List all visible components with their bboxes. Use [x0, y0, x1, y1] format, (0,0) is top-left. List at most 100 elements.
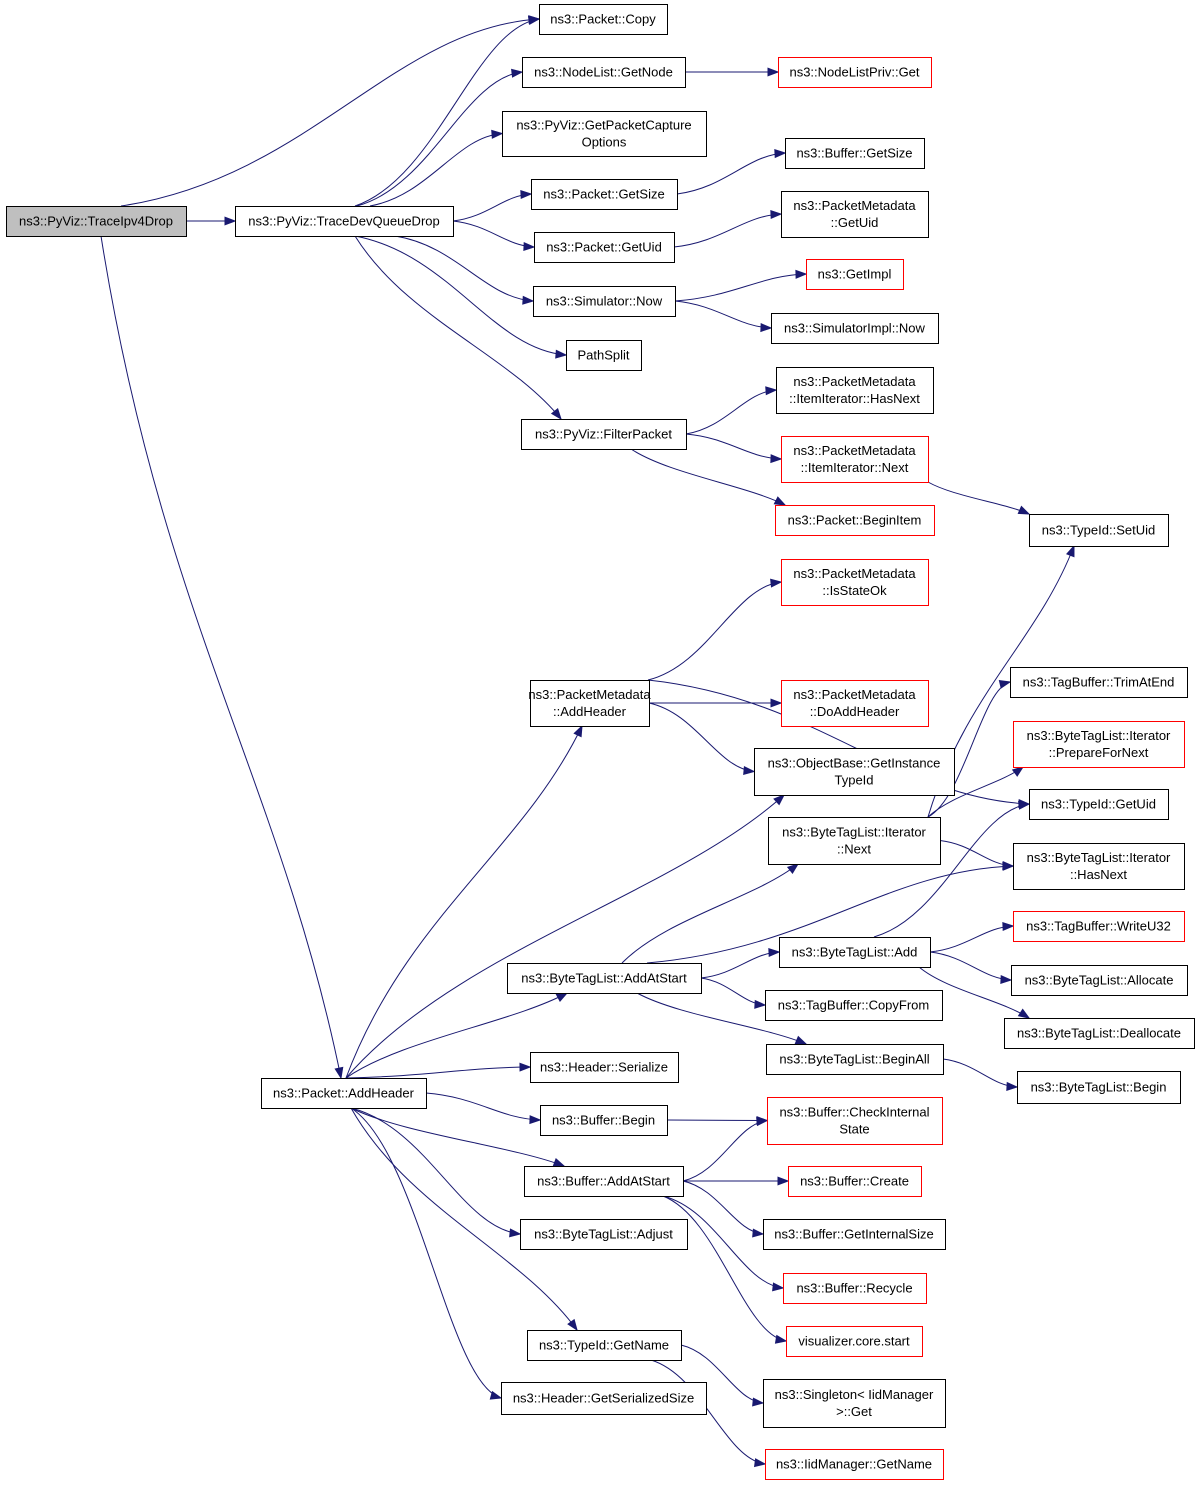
node-buffer-begin[interactable]: ns3::Buffer::Begin — [540, 1105, 668, 1136]
edge-packet-addheader-to-objectbase-getinstancetypeid — [345, 794, 786, 1079]
node-packetmetadata-getuid[interactable]: ns3::PacketMetadata::GetUid — [781, 191, 929, 238]
node-simulator-now[interactable]: ns3::Simulator::Now — [533, 286, 676, 317]
node-label: ns3::ByteTagList::Add — [792, 945, 918, 960]
node-label: ns3::ByteTagList::Deallocate — [1017, 1026, 1181, 1041]
node-label: ns3::GetImpl — [818, 267, 892, 282]
node-packet-getuid[interactable]: ns3::Packet::GetUid — [534, 232, 675, 263]
edge-filterpacket-to-packet-beginitem — [630, 448, 787, 506]
node-bytetaglist-iterator-hasnext[interactable]: ns3::ByteTagList::Iterator::HasNext — [1013, 843, 1185, 890]
node-packetmetadata-isstateok[interactable]: ns3::PacketMetadata::IsStateOk — [781, 559, 929, 606]
node-label: ns3::TagBuffer::CopyFrom — [778, 998, 930, 1013]
node-label: ns3::Packet::AddHeader — [273, 1086, 415, 1101]
node-itemiterator-next[interactable]: ns3::PacketMetadata::ItemIterator::Next — [781, 436, 929, 483]
node-buffer-create[interactable]: ns3::Buffer::Create — [788, 1166, 922, 1197]
edge-buffer-addatstart-to-visualizer-core-start — [662, 1195, 788, 1344]
node-nodelist-getnode[interactable]: ns3::NodeList::GetNode — [522, 57, 686, 88]
node-singleton-iidmanager-get[interactable]: ns3::Singleton< IidManager>::Get — [763, 1379, 946, 1428]
node-label: ns3::TypeId::SetUid — [1042, 523, 1155, 538]
node-buffer-addatstart[interactable]: ns3::Buffer::AddAtStart — [524, 1166, 684, 1197]
node-typeid-getname[interactable]: ns3::TypeId::GetName — [527, 1330, 682, 1361]
node-bytetaglist-add[interactable]: ns3::ByteTagList::Add — [779, 937, 931, 968]
edge-traceipv4drop-to-tracedevqueuedrop — [186, 216, 237, 226]
node-label: ns3::PacketMetadata — [793, 443, 916, 458]
edge-bytetaglist-add-to-bytetaglist-allocate — [929, 951, 1013, 985]
node-bytetaglist-iterator-next[interactable]: ns3::ByteTagList::Iterator::Next — [768, 817, 941, 865]
node-label: ns3::ByteTagList::Iterator — [1027, 850, 1171, 865]
edge-bytetaglist-add-to-tagbuffer-writeu32 — [929, 921, 1015, 953]
edge-packetmetadata-addheader-to-packetmetadata-isstateok — [647, 578, 783, 681]
node-bytetaglist-adjust[interactable]: ns3::ByteTagList::Adjust — [520, 1219, 688, 1250]
edge-traceipv4drop-to-packet-copy — [120, 15, 541, 207]
node-packet-addheader[interactable]: ns3::Packet::AddHeader — [261, 1078, 427, 1109]
node-traceipv4drop[interactable]: ns3::PyViz::TraceIpv4Drop — [6, 206, 187, 237]
node-label: ns3::TypeId::GetUid — [1041, 797, 1156, 812]
node-label: ns3::ByteTagList::Iterator — [1027, 728, 1171, 743]
node-bytetaglist-deallocate[interactable]: ns3::ByteTagList::Deallocate — [1004, 1018, 1195, 1049]
edge-buffer-addatstart-to-buffer-recycle — [662, 1195, 785, 1292]
edge-bytetaglist-iterator-next-to-bytetaglist-iterator-hasnext — [939, 840, 1015, 870]
edge-packet-addheader-to-packetmetadata-addheader — [345, 724, 583, 1079]
edge-simulator-now-to-simulatorimpl-now — [674, 300, 773, 333]
edge-bytetaglist-addatstart-to-bytetaglist-beginall — [636, 992, 808, 1045]
node-packetmetadata-addheader[interactable]: ns3::PacketMetadata::AddHeader — [528, 680, 651, 727]
node-label: ns3::NodeListPriv::Get — [789, 65, 919, 80]
edge-packet-addheader-to-buffer-begin — [425, 1092, 542, 1125]
node-label: ns3::ByteTagList::Iterator — [782, 825, 926, 840]
node-label: ::Next — [837, 842, 871, 857]
node-bytetaglist-begin[interactable]: ns3::ByteTagList::Begin — [1017, 1071, 1181, 1104]
node-iidmanager-getname[interactable]: ns3::IidManager::GetName — [765, 1449, 944, 1480]
node-label: ns3::Buffer::GetSize — [796, 146, 912, 161]
node-packet-beginitem[interactable]: ns3::Packet::BeginItem — [775, 505, 935, 536]
node-itemiterator-hasnext[interactable]: ns3::PacketMetadata::ItemIterator::HasNe… — [776, 367, 934, 414]
node-tracedevqueuedrop[interactable]: ns3::PyViz::TraceDevQueueDrop — [235, 206, 454, 237]
node-label: ns3::Buffer::Create — [800, 1174, 909, 1189]
node-label: ns3::PyViz::FilterPacket — [535, 427, 672, 442]
edge-packet-addheader-to-header-getserializedsize — [350, 1107, 503, 1400]
node-header-serialize[interactable]: ns3::Header::Serialize — [530, 1052, 679, 1083]
node-typeid-getuid[interactable]: ns3::TypeId::GetUid — [1029, 789, 1169, 820]
node-pathsplit[interactable]: PathSplit — [566, 340, 642, 371]
node-bytetaglist-allocate[interactable]: ns3::ByteTagList::Allocate — [1011, 965, 1188, 996]
node-tagbuffer-writeu32[interactable]: ns3::TagBuffer::WriteU32 — [1013, 911, 1185, 942]
node-label: ns3::ByteTagList::BeginAll — [779, 1052, 929, 1067]
node-bytetaglist-addatstart[interactable]: ns3::ByteTagList::AddAtStart — [507, 963, 702, 994]
node-label: ns3::PacketMetadata — [528, 687, 651, 702]
node-buffer-getsize[interactable]: ns3::Buffer::GetSize — [785, 138, 925, 169]
node-buffer-recycle[interactable]: ns3::Buffer::Recycle — [783, 1273, 927, 1304]
node-label: ns3::PacketMetadata — [793, 374, 916, 389]
node-tagbuffer-trimatend[interactable]: ns3::TagBuffer::TrimAtEnd — [1010, 667, 1188, 698]
node-label: ns3::Simulator::Now — [546, 294, 663, 309]
node-simulatorimpl-now[interactable]: ns3::SimulatorImpl::Now — [771, 313, 939, 344]
edge-packetmetadata-addheader-to-objectbase-getinstancetypeid — [648, 702, 756, 776]
edge-filterpacket-to-itemiterator-next — [685, 433, 783, 464]
node-packetmetadata-doaddheader[interactable]: ns3::PacketMetadata::DoAddHeader — [781, 680, 929, 727]
node-nodelistpriv-get[interactable]: ns3::NodeListPriv::Get — [778, 57, 932, 88]
node-bytetaglist-beginall[interactable]: ns3::ByteTagList::BeginAll — [766, 1044, 944, 1075]
node-label: ns3::SimulatorImpl::Now — [784, 321, 925, 336]
node-packet-copy[interactable]: ns3::Packet::Copy — [539, 4, 668, 35]
edge-packetmetadata-addheader-to-packetmetadata-doaddheader — [649, 698, 783, 708]
edges-layer — [100, 15, 1075, 1468]
edge-packet-getsize-to-buffer-getsize — [676, 149, 787, 195]
node-label: ns3::Buffer::AddAtStart — [537, 1174, 670, 1189]
node-buffer-getinternalsize[interactable]: ns3::Buffer::GetInternalSize — [763, 1219, 946, 1250]
node-visualizer-core-start[interactable]: visualizer.core.start — [786, 1326, 923, 1357]
node-filterpacket[interactable]: ns3::PyViz::FilterPacket — [521, 419, 687, 450]
node-header-getserializedsize[interactable]: ns3::Header::GetSerializedSize — [501, 1382, 707, 1415]
node-packet-getsize[interactable]: ns3::Packet::GetSize — [531, 179, 678, 210]
node-bytetaglist-iterator-preparefornext[interactable]: ns3::ByteTagList::Iterator::PrepareForNe… — [1013, 721, 1185, 768]
edge-packet-addheader-to-buffer-addatstart — [350, 1107, 566, 1167]
edge-traceipv4drop-to-packet-addheader — [100, 235, 344, 1080]
edge-bytetaglist-iterator-next-to-bytetaglist-iterator-preparefornext — [927, 766, 1025, 818]
node-label: ns3::Buffer::CheckInternal — [779, 1105, 929, 1120]
edge-buffer-begin-to-buffer-checkinternalstate — [666, 1115, 769, 1126]
node-getimpl[interactable]: ns3::GetImpl — [806, 259, 904, 290]
node-label: ::PrepareForNext — [1049, 745, 1149, 760]
node-typeid-setuid[interactable]: ns3::TypeId::SetUid — [1029, 514, 1169, 547]
node-tagbuffer-copyfrom[interactable]: ns3::TagBuffer::CopyFrom — [765, 990, 943, 1021]
node-label: ns3::PyViz::GetPacketCapture — [516, 118, 691, 133]
